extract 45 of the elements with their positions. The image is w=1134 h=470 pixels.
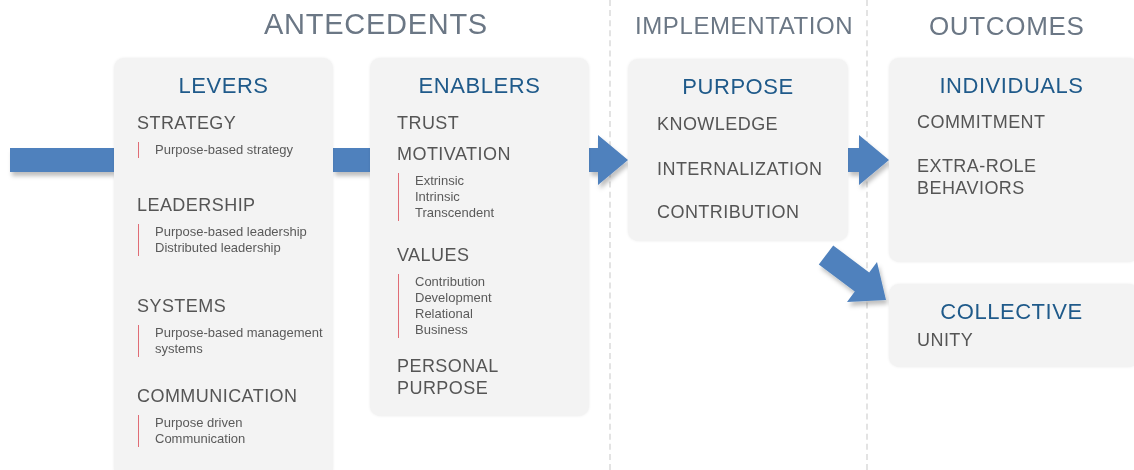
sub-item-text: Transcendent xyxy=(415,205,495,221)
section-heading: SYSTEMS xyxy=(137,295,228,317)
section-heading: PERSONAL PURPOSE xyxy=(397,355,499,399)
card-heading: PURPOSE xyxy=(682,73,794,101)
card-heading: LEVERS xyxy=(178,72,269,100)
block-arrow xyxy=(818,245,886,302)
sub-item-text: Extrinsic xyxy=(415,173,466,189)
category-card xyxy=(889,284,1134,367)
section-heading: COMMUNICATION xyxy=(137,385,299,407)
sub-item-text: Distributed leadership xyxy=(155,240,282,256)
section-heading: UNITY xyxy=(917,329,975,351)
stage-title: IMPLEMENTATION xyxy=(635,11,854,41)
sub-item-text: Relational xyxy=(415,306,474,322)
section-heading: LEADERSHIP xyxy=(137,194,257,216)
block-arrow xyxy=(589,135,628,185)
sub-item-text: Purpose-based strategy xyxy=(155,142,295,158)
section-heading: COMMITMENT xyxy=(917,111,1047,133)
card-heading: ENABLERS xyxy=(418,72,541,100)
stage-title: OUTCOMES xyxy=(929,10,1085,43)
sub-item-text: Purpose-based leadership xyxy=(155,224,308,240)
section-heading: STRATEGY xyxy=(137,112,238,134)
sub-item-text: Communication xyxy=(155,431,247,447)
sub-item-text: Contribution xyxy=(415,274,487,290)
category-card xyxy=(370,58,589,416)
sub-item-text: Purpose driven xyxy=(155,415,244,431)
section-heading: EXTRA-ROLE BEHAVIORS xyxy=(917,155,1038,199)
sub-item-text: Development xyxy=(415,290,493,306)
block-arrow xyxy=(333,148,370,172)
category-card xyxy=(114,58,333,470)
category-card xyxy=(889,58,1134,262)
category-card xyxy=(628,59,848,241)
section-heading: KNOWLEDGE xyxy=(657,113,780,135)
section-heading: CONTRIBUTION xyxy=(657,201,801,223)
card-heading: COLLECTIVE xyxy=(940,298,1083,326)
section-heading: MOTIVATION xyxy=(397,143,512,165)
sub-item-text: Business xyxy=(415,322,469,338)
section-heading: VALUES xyxy=(397,244,471,266)
section-heading: INTERNALIZATION xyxy=(657,158,824,180)
sub-item-text: Purpose-based management systems xyxy=(155,325,324,357)
block-arrow xyxy=(848,135,889,185)
card-heading: INDIVIDUALS xyxy=(939,72,1084,100)
sub-item-text: Intrinsic xyxy=(415,189,461,205)
block-arrow xyxy=(10,148,114,172)
section-heading: TRUST xyxy=(397,112,461,134)
stage-title: ANTECEDENTS xyxy=(264,7,488,42)
